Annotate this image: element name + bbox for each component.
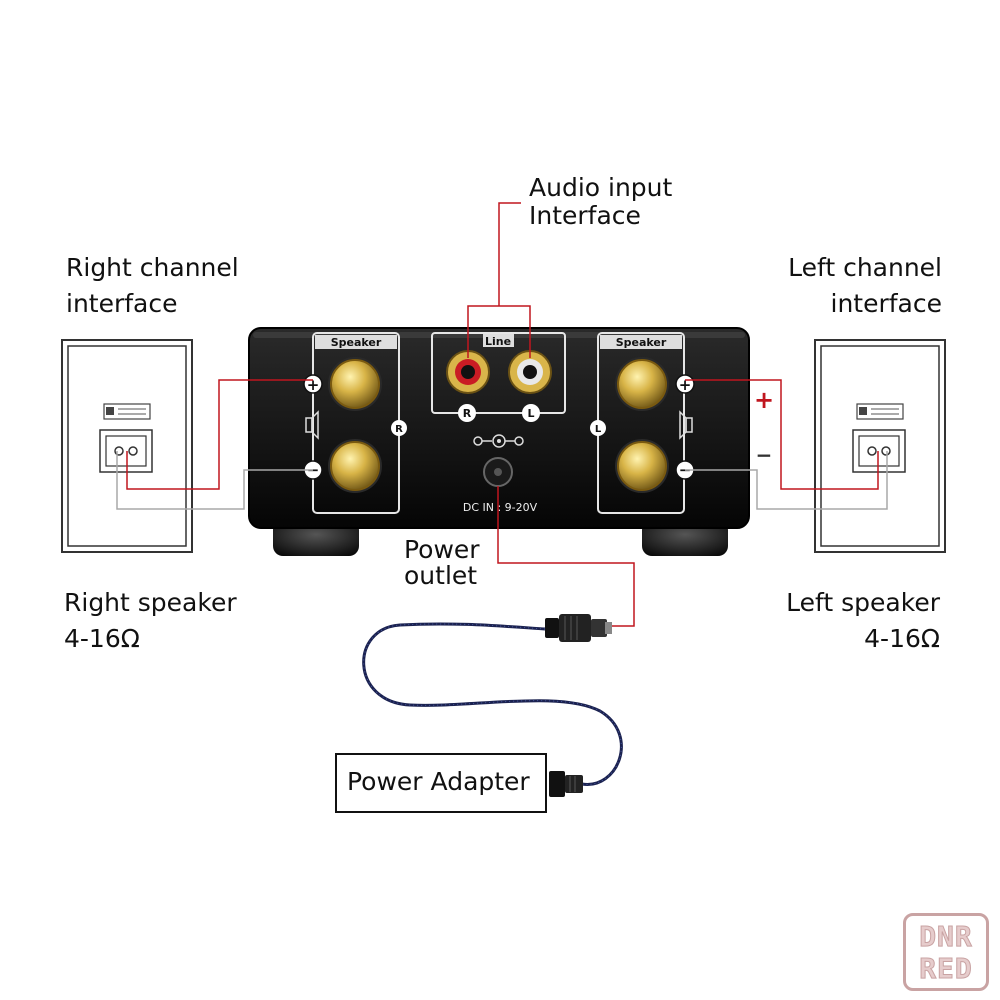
left-channel-label: Left channel interface [788,250,942,322]
left-speaker-label: Left speaker 4-16Ω [786,585,940,657]
watermark-logo: DNR RED [903,913,989,991]
dc-plug-icon [545,614,612,642]
power-outlet-label: Power outlet [404,532,480,594]
power-adapter-box [335,753,547,813]
channel-r-label: R [395,424,403,435]
right-channel-plus-wire [126,379,313,490]
left-speaker-terminal-minus [881,446,891,456]
right-channel-label: Right channel interface [66,250,239,322]
plus-symbol: + [679,376,692,394]
right-speaker-impedance: 4-16Ω [64,624,140,653]
speaker-panel-right-channel: Speaker + − R [303,332,407,514]
speaker-panel-label: Speaker [331,336,382,349]
power-outlet-label-line2: outlet [404,561,478,590]
line-panel-label: Line [485,335,511,348]
power-outlet-label-line1: Power [404,535,480,564]
right-speaker-terminal-minus [128,446,138,456]
amplifier: Speaker + − R Line [248,327,750,529]
audio-input-label-line1: Audio input [529,173,673,202]
watermark-line2: RED [919,952,973,985]
right-channel-minus-wire [116,451,313,510]
left-speaker-label-line1: Left speaker [786,588,940,617]
left-speaker-impedance: 4-16Ω [864,624,940,653]
polarity-plus-label: + [754,386,774,414]
channel-l-label: L [595,424,602,435]
line-input-panel: Line R L [431,332,566,422]
power-adapter-label: Power Adapter [347,767,530,796]
right-speaker-label: Right speaker 4-16Ω [64,585,237,657]
watermark-line1: DNR [919,920,973,953]
speaker-icon [679,410,693,440]
speaker-panel-left-channel: Speaker + − L [590,332,695,514]
left-channel-label-line2: interface [830,289,943,318]
speaker-binding-post-minus [330,441,380,491]
adapter-plug-icon [549,771,583,797]
plus-symbol: + [307,376,320,394]
speaker-panel-label: Speaker [616,336,667,349]
left-channel-minus-wire [685,451,888,510]
right-speaker [61,339,193,553]
dc-polarity-icon [473,434,524,448]
polarity-minus-label: − [756,443,773,467]
right-channel-label-line1: Right channel [66,253,239,282]
right-speaker-terminal-plus [114,446,124,456]
left-speaker [814,339,946,553]
speaker-binding-post-plus [617,359,667,409]
speaker-binding-post-minus [617,441,667,491]
right-speaker-label-line1: Right speaker [64,588,237,617]
rca-r-label: R [463,407,472,420]
power-lead [497,486,635,627]
speaker-binding-post-plus [330,359,380,409]
rca-l-label: L [527,407,534,420]
left-channel-label-line1: Left channel [788,253,942,282]
left-speaker-terminal-plus [867,446,877,456]
audio-input-label-line2: Interface [529,201,641,230]
dc-input-label: DC IN : 9-20V [463,501,538,514]
left-channel-plus-wire [685,379,879,490]
audio-input-bracket [467,305,531,358]
audio-input-leader [498,202,521,306]
audio-input-label: Audio input Interface [529,170,672,234]
speaker-icon [305,410,319,440]
right-channel-label-line2: interface [66,289,178,318]
